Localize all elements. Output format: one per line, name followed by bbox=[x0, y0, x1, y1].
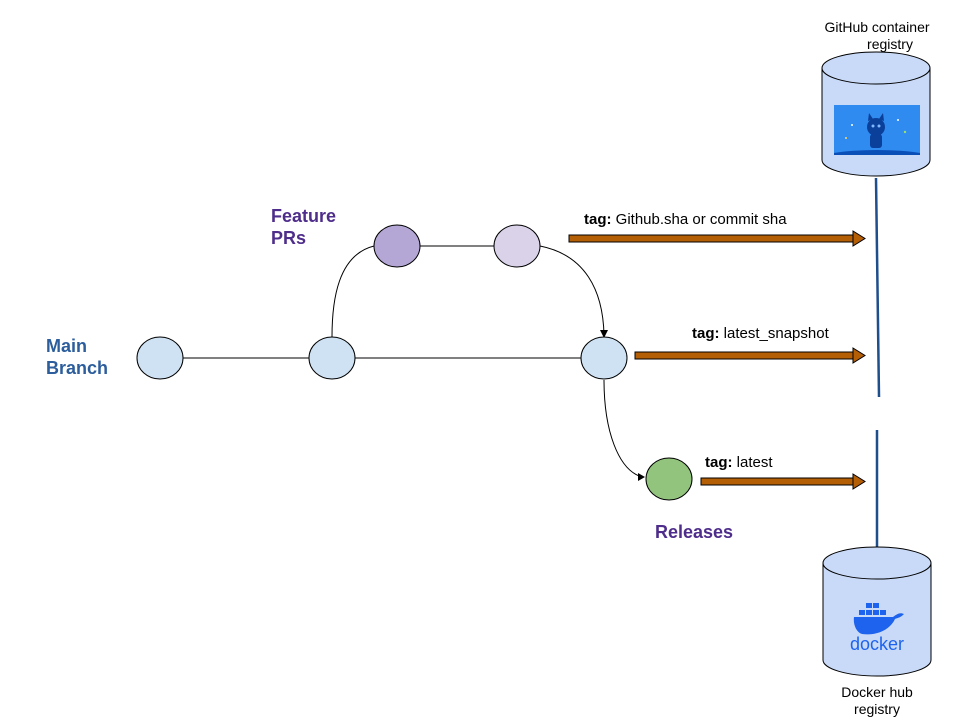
main-commit-node-2[interactable] bbox=[308, 336, 356, 380]
docker-registry-label-line-2: registry bbox=[854, 701, 900, 717]
tag-value: latest bbox=[736, 454, 773, 471]
github-registry-label-line-1: GitHub container bbox=[824, 19, 930, 35]
main-branch-label: Main Branch bbox=[46, 335, 108, 379]
feature-prs-label: Feature PRs bbox=[271, 205, 336, 249]
docker-registry-label-line-1: Docker hub bbox=[841, 684, 913, 700]
release-arrowhead bbox=[638, 473, 645, 481]
feature-prs-label-line-1: Feature bbox=[271, 206, 337, 226]
feature-prs-label-line-2: PRs bbox=[271, 228, 307, 248]
feature-merge-curve bbox=[539, 245, 605, 336]
main-branch-label-line-1: Main bbox=[46, 336, 88, 356]
github-registry-connector bbox=[874, 177, 881, 398]
tag-arrow-commit-sha bbox=[568, 230, 866, 247]
tag-label-commit-sha: tag: Github.sha or commit sha bbox=[584, 211, 787, 228]
main-commit-node-1[interactable] bbox=[136, 336, 184, 380]
release-node[interactable] bbox=[645, 457, 693, 501]
main-branch-label-line-2: Branch bbox=[46, 358, 109, 378]
tag-arrow-latest-snapshot bbox=[634, 347, 866, 364]
tag-arrow-latest bbox=[700, 473, 866, 490]
github-octocat-icon bbox=[834, 105, 920, 155]
tag-label-latest-snapshot: tag: latest_snapshot bbox=[692, 325, 829, 342]
docker-logo-text: docker bbox=[850, 634, 904, 654]
tag-key: tag: bbox=[692, 325, 720, 342]
feature-commit-node-1[interactable] bbox=[373, 224, 421, 268]
merge-arrowhead bbox=[600, 330, 608, 338]
tag-key: tag: bbox=[584, 211, 612, 228]
github-registry-label: GitHub container registry bbox=[812, 19, 942, 53]
main-merge-node[interactable] bbox=[580, 336, 628, 380]
feature-branch-off-curve bbox=[331, 245, 375, 338]
feature-commit-node-2[interactable] bbox=[493, 224, 541, 268]
tag-value: latest_snapshot bbox=[723, 325, 829, 342]
docker-whale-icon bbox=[853, 603, 904, 635]
docker-registry-label: Docker hub registry bbox=[815, 684, 939, 718]
tag-key: tag: bbox=[705, 454, 733, 471]
github-registry-label-line-2: registry bbox=[867, 36, 913, 52]
releases-label: Releases bbox=[655, 522, 734, 542]
tag-value: Github.sha or commit sha bbox=[615, 211, 787, 228]
release-curve bbox=[603, 379, 643, 478]
tag-label-latest: tag: latest bbox=[705, 454, 773, 471]
